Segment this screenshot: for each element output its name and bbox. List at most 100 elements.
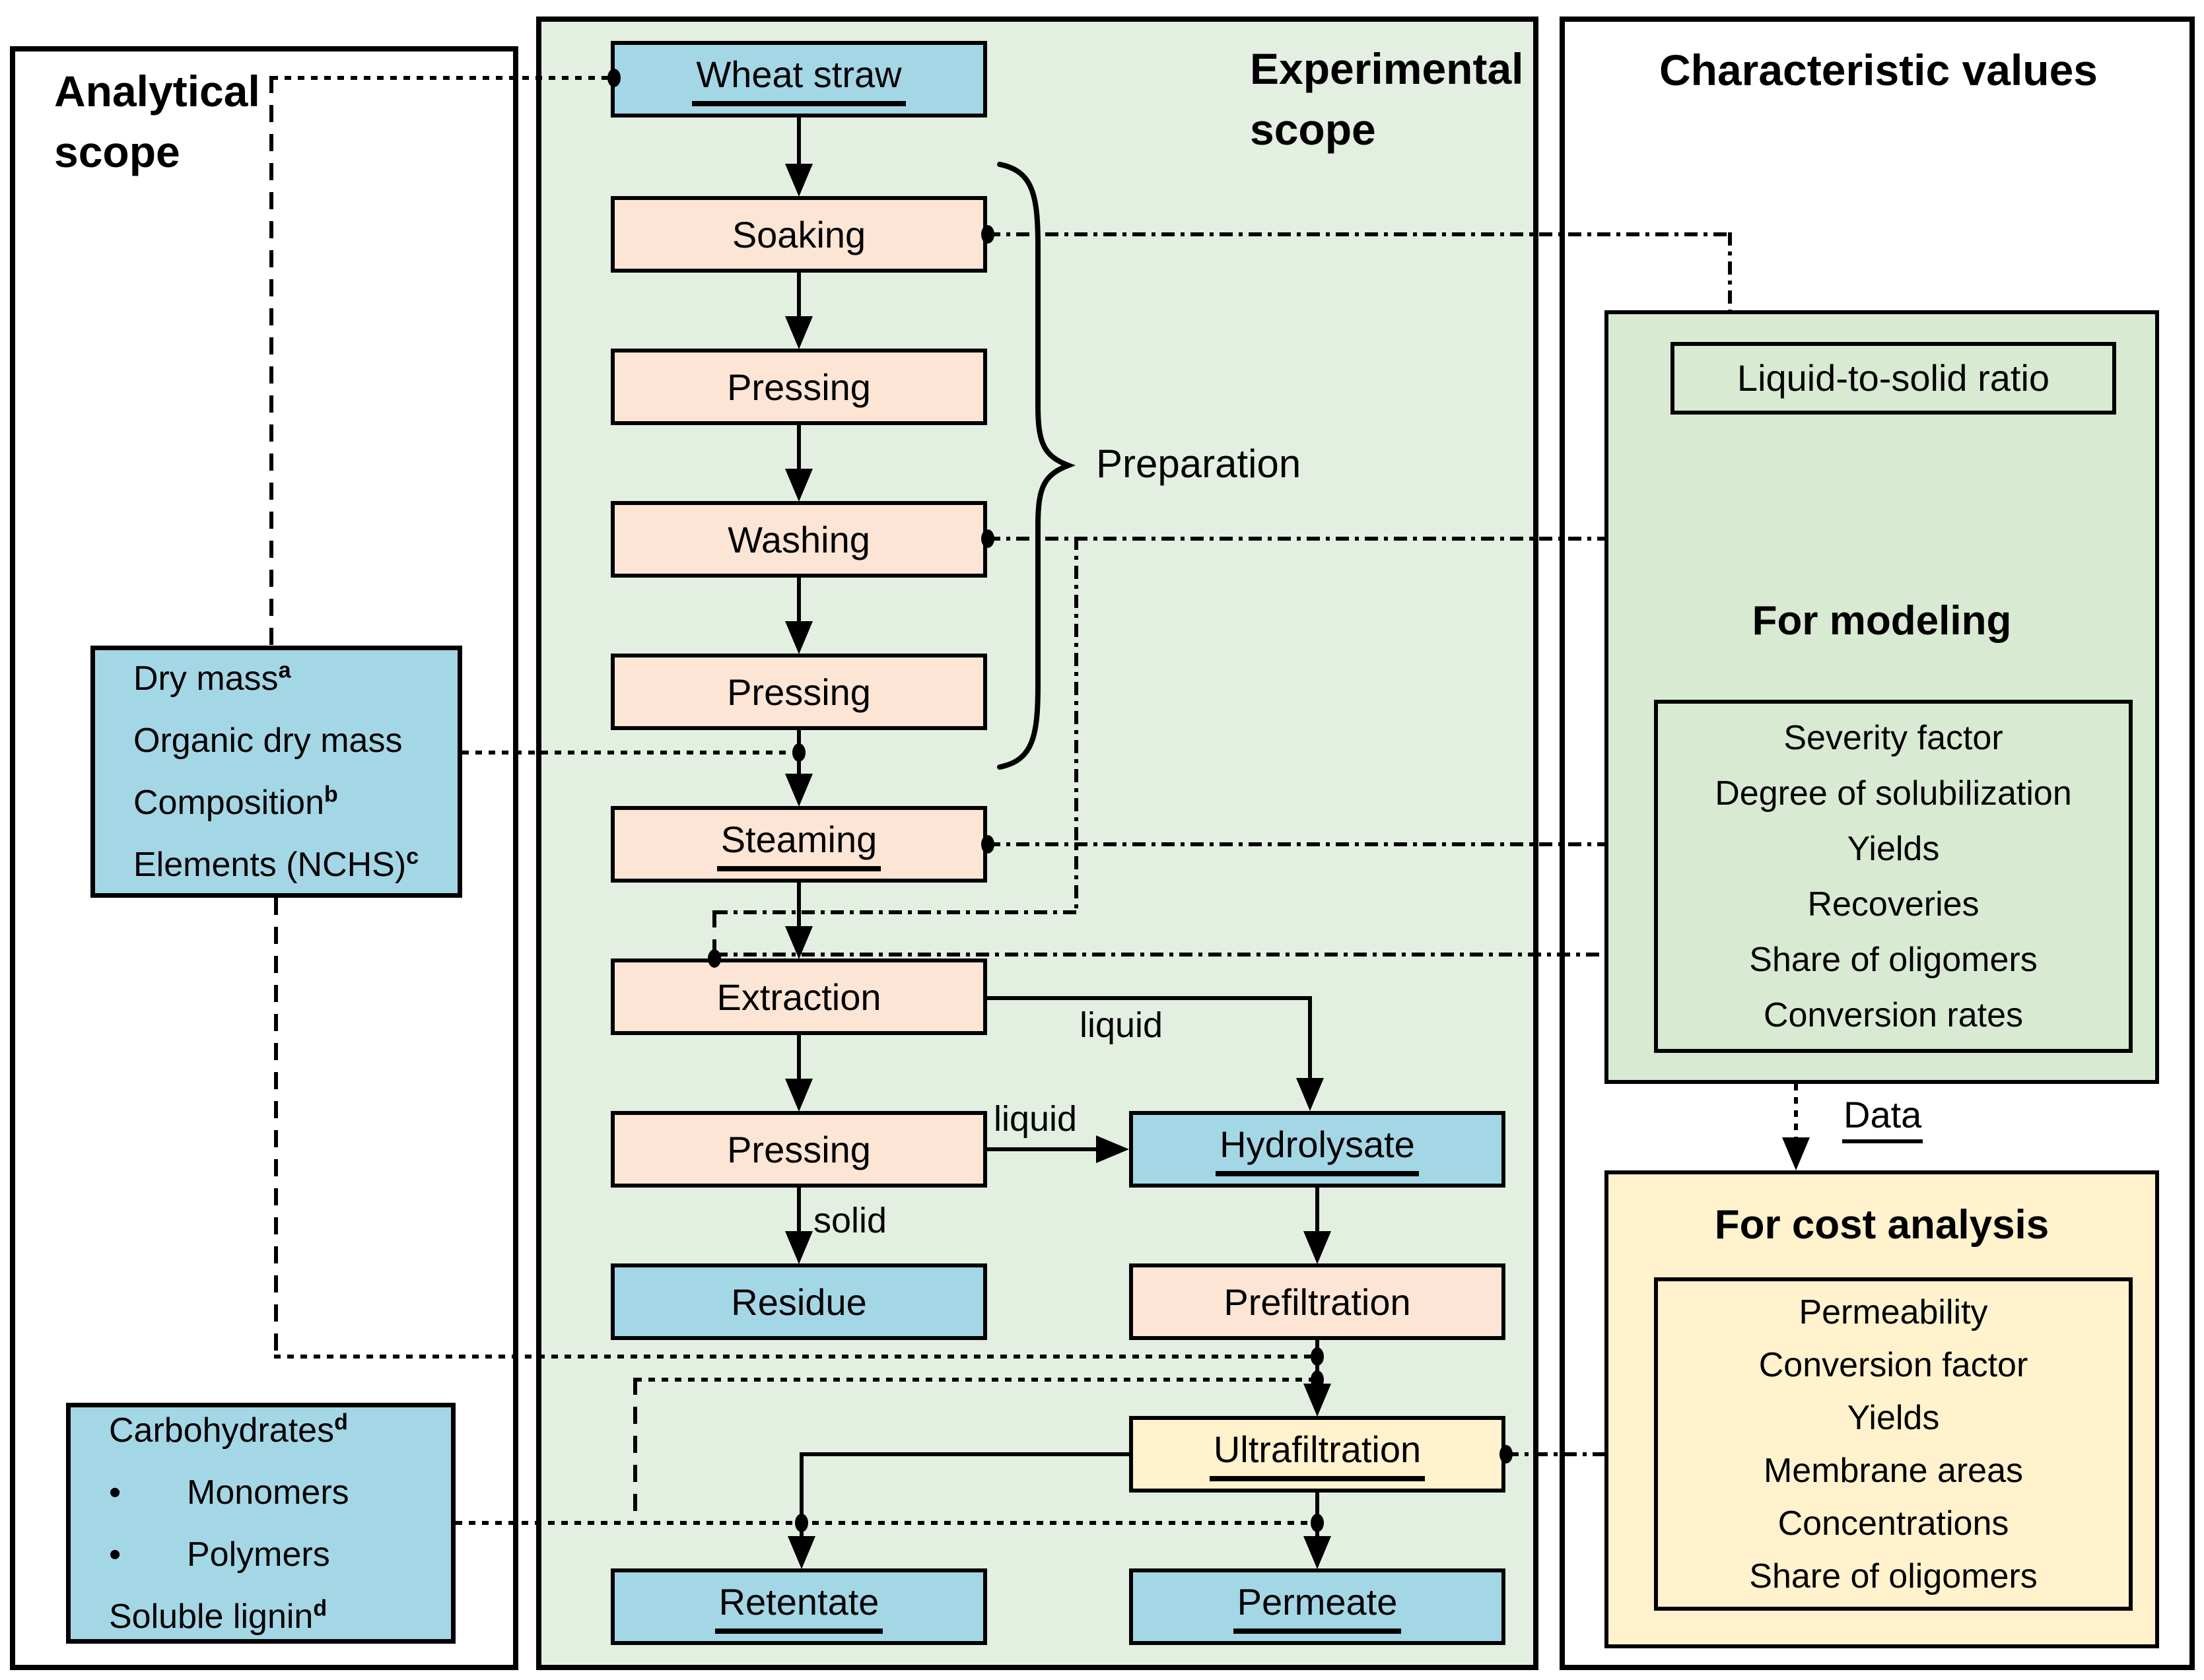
flow-box-hydrolysate: Hydrolysate [1129,1111,1505,1188]
flow-box-extraction: Extraction [611,958,987,1035]
flow-box-ultrafiltration: Ultrafiltration [1129,1416,1505,1493]
line-washing-branch-drop [712,910,716,958]
edge-pressing3-to-hydrolysate [987,1147,1099,1151]
carbs-item-text: Monomers [187,1473,349,1512]
prefiltration-label: Prefiltration [1223,1281,1411,1323]
line-carbs-h [456,1521,1315,1525]
modeling-title-text: For modeling [1752,598,2012,644]
arrowhead-retentate [788,1536,815,1569]
line-washing-branch-h [714,910,1078,914]
line-carbs-branch-v [633,1378,637,1523]
arrowhead-permeate [1303,1536,1331,1569]
flow-box-prefiltration: Prefiltration [1129,1263,1505,1340]
arrowhead-hydrolysate-left [1096,1135,1129,1163]
junction-dot-preSteaming [792,743,806,762]
line-drymass-down-v [274,898,278,1357]
arrowhead-ultrafiltration [1303,1384,1331,1417]
edge-label-solid: solid [813,1200,887,1241]
edge-ultrafiltration-retentate-v [800,1452,804,1539]
modeling-item: Severity factor [1783,718,2003,757]
junction-dot-preUF-1 [1311,1347,1324,1366]
experimental-scope-title: Experimental scope [1250,38,1524,160]
line-soaking-ratio-h [987,232,1732,236]
measures-item-sup: c [406,844,419,869]
arrowhead-hydrolysate-top [1296,1078,1324,1111]
measures-item-text: Dry mass [133,659,279,698]
data-label: Data [1842,1093,1923,1143]
cost-item: Yields [1847,1398,1940,1437]
measures-item-text: Elements (NCHS) [133,846,407,884]
junction-dot-retentate-feed [795,1514,808,1532]
edge-hydrolysate-to-prefiltration [1315,1188,1319,1234]
edge-pressing1-to-washing [797,425,801,472]
arrowhead-cost-box [1782,1137,1810,1170]
carbs-item-text: Carbohydrates [109,1411,335,1450]
edge-pressing3-to-residue [797,1188,801,1234]
flow-box-pressing-3: Pressing [611,1111,987,1188]
carbs-item-carbohydrates: Carbohydratesd [71,1399,451,1462]
edge-wheat-to-soaking [797,118,801,167]
preparation-label: Preparation [1096,441,1301,487]
measures-item-sup: a [278,657,291,683]
flow-box-permeate: Permeate [1129,1568,1505,1645]
flow-box-steaming: Steaming [611,806,987,883]
edge-ultrafiltration-retentate-h [801,1452,1129,1456]
modeling-items-box: Severity factor Degree of solubilization… [1654,700,2133,1053]
line-wheatstraw-analysis-v [269,76,273,646]
flow-box-pressing-2: Pressing [611,654,987,730]
hydrolysate-label: Hydrolysate [1216,1123,1419,1176]
measures-item-text: Organic dry mass [133,722,403,760]
modeling-item: Conversion rates [1763,995,2024,1034]
cost-item: Membrane areas [1763,1451,2024,1490]
carbs-item-soluble-lignin: Soluble lignind [71,1586,451,1648]
junction-dot-preUF-2 [1311,1370,1324,1389]
analysis-box-carbohydrates: Carbohydratesd •Monomers •Polymers Solub… [66,1403,456,1644]
junction-dot-ultrafiltration [1499,1445,1513,1463]
line-wheatstraw-analysis-h [271,76,614,80]
edge-extraction-liquid-h [987,996,1312,1000]
arrowhead-soaking [785,164,813,197]
measures-item-composition: Compositionb [95,772,458,834]
flow-box-wheat-straw: Wheat straw [611,41,987,118]
pressing-3-label: Pressing [727,1128,871,1170]
carbs-item-monomers: •Monomers [71,1462,451,1524]
line-washing-branch-v [1074,537,1078,913]
carbs-item-sup: d [313,1596,327,1621]
cost-item: Permeability [1799,1293,1988,1331]
line-data-v [1794,1084,1798,1140]
measures-item-text: Composition [133,784,325,822]
ratio-box-label: Liquid-to-solid ratio [1737,357,2050,399]
arrowhead-prefiltration [1303,1231,1331,1264]
arrowhead-pressing3 [785,1079,813,1112]
line-steaming-modeling [987,842,1655,846]
residue-label: Residue [731,1281,867,1323]
modeling-item: Share of oligomers [1749,940,2038,979]
characteristic-values-title: Characteristic values [1571,40,2186,100]
line-carbs-branch-h [635,1378,1315,1382]
characteristic-title-text: Characteristic values [1659,46,2098,94]
data-label-text: Data [1842,1094,1923,1143]
line-soaking-ratio-v [1728,232,1732,342]
analytical-title-line2: scope [54,127,180,176]
line-ultrafiltration-cost [1505,1452,1655,1456]
preparation-brace [997,162,1076,770]
junction-dot-wheatstraw [607,69,621,87]
carbs-item-sup: d [334,1409,348,1435]
line-washing-ratio-h [987,537,1732,541]
cost-title: For cost analysis [1604,1201,2159,1248]
junction-dot-washing [981,529,994,548]
bullet-icon: • [109,1535,121,1574]
arrowhead-steaming [785,774,813,807]
cost-item: Conversion factor [1758,1345,2028,1384]
cost-title-text: For cost analysis [1714,1202,2049,1248]
carbs-item-polymers: •Polymers [71,1524,451,1586]
line-drymass-to-flow-h [462,751,798,755]
edge-label-liquid-pressing: liquid [994,1098,1077,1139]
edge-steaming-to-extraction [797,883,801,929]
cost-item: Concentrations [1777,1504,2009,1543]
experimental-title-line2: scope [1250,105,1376,154]
modeling-item: Yields [1847,829,1940,868]
cost-item: Share of oligomers [1749,1557,2038,1596]
pressing-1-label: Pressing [727,366,871,408]
